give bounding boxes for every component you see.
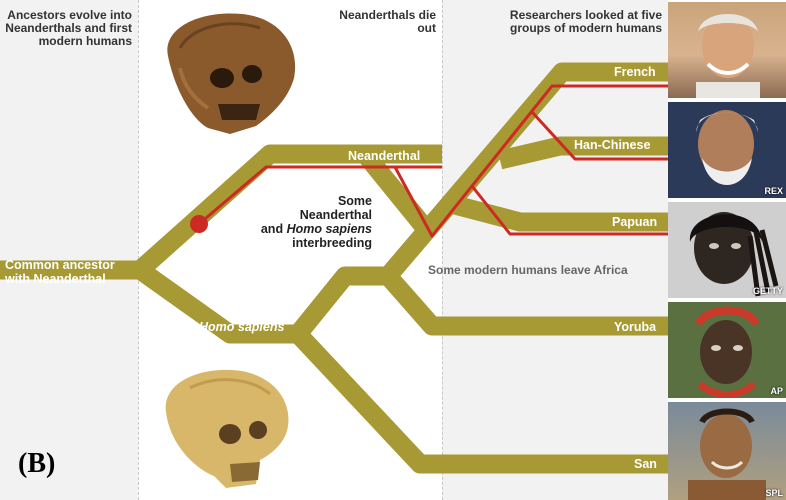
- interbreeding-line-4: interbreeding: [292, 236, 372, 250]
- label-homo-sapiens: Homo sapiens: [199, 320, 285, 334]
- branch-sapiens-upper: [290, 266, 388, 340]
- sapiens-skull: [165, 369, 289, 488]
- branch-sapiens: [134, 262, 298, 344]
- header-ancestors: Ancestors evolve into Neanderthals and f…: [5, 8, 132, 48]
- group-label-papuan: Papuan: [612, 215, 658, 229]
- header-researchers: Researchers looked at five groups of mod…: [509, 8, 662, 35]
- interbreeding-and: and: [260, 222, 287, 236]
- gene-flow-main: [198, 165, 442, 226]
- label-common-ancestor: Common ancestor with Neanderthal: [5, 258, 115, 286]
- gene-flow-papuan: [470, 185, 668, 236]
- photo-yoruba: AP: [668, 302, 786, 398]
- photo-credit-rex: REX: [764, 186, 783, 196]
- header-neanderthals-die: Neanderthals die out: [339, 8, 436, 35]
- branch-neanderthal: [133, 144, 442, 278]
- panel-label: (B): [18, 448, 56, 479]
- branch-hanchinese: [497, 136, 668, 170]
- photo-han-chinese: REX: [668, 102, 786, 198]
- branch-papuan: [452, 195, 668, 232]
- branch-outofafrica: [380, 62, 668, 283]
- gene-flow-han: [530, 110, 668, 161]
- gene-flow-origin: [190, 215, 208, 233]
- gene-flow-down: [393, 84, 668, 238]
- group-label-french: French: [614, 65, 656, 79]
- group-label-san: San: [634, 457, 657, 471]
- era-divider-1: [138, 0, 139, 500]
- neanderthal-skull: [167, 13, 296, 134]
- interbreeding-line-2: Neanderthal: [299, 208, 372, 222]
- photo-papuan: GETTY: [668, 202, 786, 298]
- interbreeding-line-1: Some: [337, 194, 372, 208]
- photo-san: SPL: [668, 402, 786, 500]
- interbreeding-line-3: and Homo sapiens: [226, 222, 372, 236]
- label-neanderthal: Neanderthal: [348, 149, 421, 163]
- photo-french: [668, 2, 786, 98]
- group-label-yoruba: Yoruba: [614, 320, 657, 334]
- era-divider-2: [442, 0, 443, 500]
- era-band-ancestors: [0, 0, 138, 500]
- photo-credit-ap: AP: [770, 386, 783, 396]
- interbreeding-italic: Homo sapiens: [286, 222, 372, 236]
- group-label-han-chinese: Han-Chinese: [574, 138, 651, 152]
- photo-credit-spl: SPL: [765, 488, 783, 498]
- branch-san: [291, 327, 668, 474]
- label-interbreeding: Some Neanderthal and Homo sapiens interb…: [226, 194, 372, 250]
- photo-credit-getty: GETTY: [752, 286, 783, 296]
- label-leave-africa: Some modern humans leave Africa: [428, 263, 628, 277]
- branch-yoruba: [380, 269, 668, 336]
